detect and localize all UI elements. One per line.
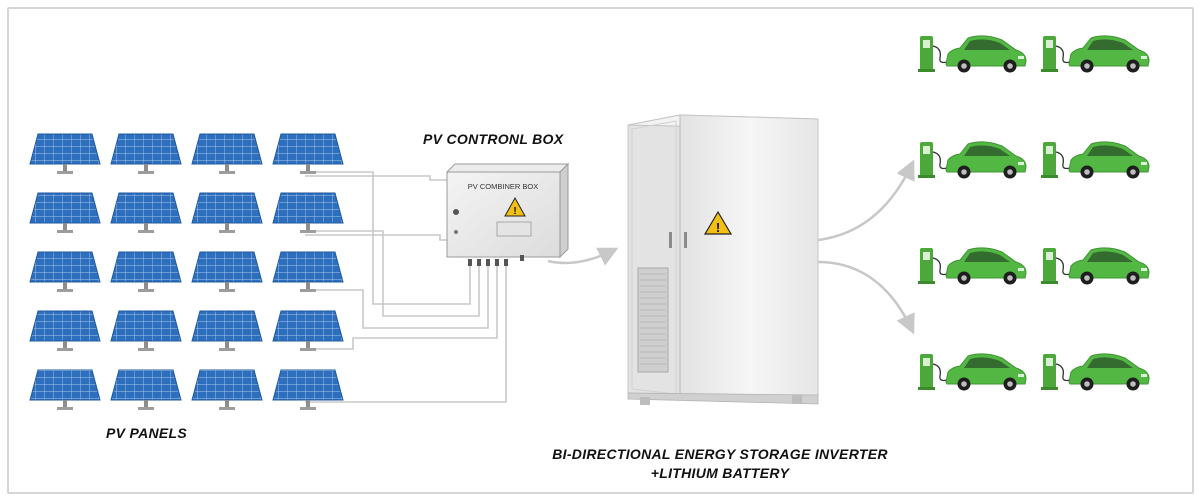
- svg-text:!: !: [716, 220, 720, 235]
- inverter-label-line2: +LITHIUM BATTERY: [650, 465, 790, 481]
- solar-panel-icon: [272, 133, 344, 174]
- electric-car-icon: [945, 247, 1027, 285]
- solar-panel-icon: [110, 133, 182, 174]
- solar-panel-icon: [29, 310, 101, 351]
- solar-panel-icon: [191, 251, 263, 292]
- arrow-to-inverter: [547, 247, 619, 266]
- solar-panel-array: [29, 133, 344, 410]
- electric-car-icon: [1068, 35, 1150, 73]
- electric-car-icon: [945, 353, 1027, 391]
- electric-car-icon: [1068, 353, 1150, 391]
- diagram-frame: [7, 7, 1194, 494]
- warning-icon: !: [504, 196, 526, 217]
- ev-charger-icon: [918, 354, 948, 390]
- solar-panel-icon: [110, 369, 182, 410]
- inverter-cabinet: !: [627, 114, 819, 405]
- electric-car-icon: [1068, 141, 1150, 179]
- warning-icon: !: [703, 210, 733, 235]
- solar-panel-icon: [272, 310, 344, 351]
- electric-car-icon: [945, 141, 1027, 179]
- ev-charger-icon: [1041, 142, 1071, 178]
- panel-wiring: [305, 171, 507, 403]
- solar-panel-icon: [29, 369, 101, 410]
- combiner-box-text: PV COMBINER BOX: [468, 182, 538, 191]
- solar-panel-icon: [191, 369, 263, 410]
- electric-car-icon: [1068, 247, 1150, 285]
- solar-panel-icon: [110, 310, 182, 351]
- solar-panel-icon: [272, 192, 344, 233]
- ev-charger-icon: [1041, 248, 1071, 284]
- electric-car-icon: [945, 35, 1027, 73]
- ev-charger-icon: [918, 142, 948, 178]
- ev-charger-icon: [1041, 36, 1071, 72]
- solar-panel-icon: [191, 133, 263, 174]
- ev-charger-icon: [918, 248, 948, 284]
- solar-panel-icon: [110, 251, 182, 292]
- arrow-to-chargers-bottom: [817, 260, 915, 335]
- combiner-box: PV COMBINER BOX !: [445, 162, 570, 266]
- ev-charging-stations: [918, 35, 1150, 391]
- control-box-label: PV CONTRONL BOX: [423, 131, 564, 147]
- solar-panel-icon: [29, 192, 101, 233]
- pv-panels-label: PV PANELS: [106, 425, 188, 441]
- inverter-label-line1: BI-DIRECTIONAL ENERGY STORAGE INVERTER: [552, 446, 888, 462]
- solar-panel-icon: [29, 133, 101, 174]
- solar-panel-icon: [29, 251, 101, 292]
- solar-panel-icon: [191, 310, 263, 351]
- arrow-to-chargers-top: [817, 159, 915, 242]
- solar-panel-icon: [272, 369, 344, 410]
- ev-charger-icon: [1041, 354, 1071, 390]
- solar-panel-icon: [191, 192, 263, 233]
- solar-panel-icon: [110, 192, 182, 233]
- ev-charger-icon: [918, 36, 948, 72]
- solar-panel-icon: [272, 251, 344, 292]
- svg-text:!: !: [513, 206, 516, 217]
